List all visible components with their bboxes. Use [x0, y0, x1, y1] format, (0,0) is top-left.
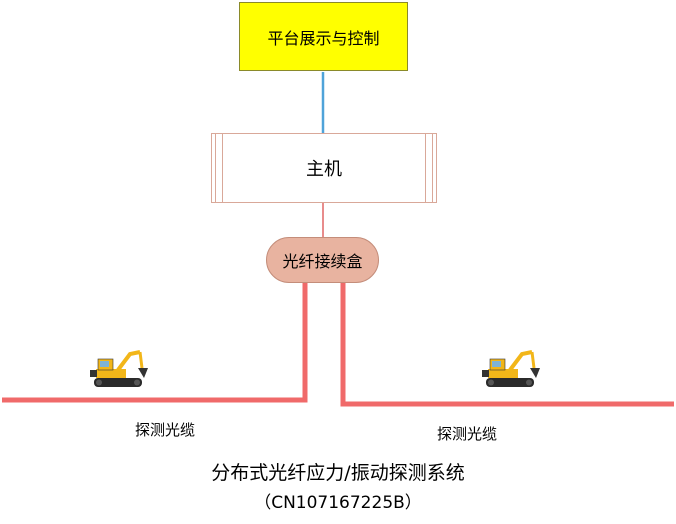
- patent-number: （CN107167225B）: [254, 493, 422, 513]
- splice-box-label: 光纤接续盒: [282, 252, 363, 271]
- right-cable-label: 探测光缆: [437, 425, 498, 443]
- platform-label: 平台展示与控制: [267, 28, 380, 48]
- excavator-icon: [90, 350, 148, 387]
- right-detection-cable: [340, 282, 674, 407]
- host-node: 主机: [211, 133, 437, 203]
- system-title: 分布式光纤应力/振动探测系统: [211, 462, 465, 484]
- excavator-icon: [482, 350, 540, 387]
- left-detection-cable: [2, 282, 308, 403]
- platform-display-control-node: 平台展示与控制: [239, 2, 408, 71]
- host-label: 主机: [306, 159, 342, 180]
- fiber-splice-box-node: 光纤接续盒: [266, 237, 379, 283]
- left-cable-label: 探测光缆: [135, 421, 196, 439]
